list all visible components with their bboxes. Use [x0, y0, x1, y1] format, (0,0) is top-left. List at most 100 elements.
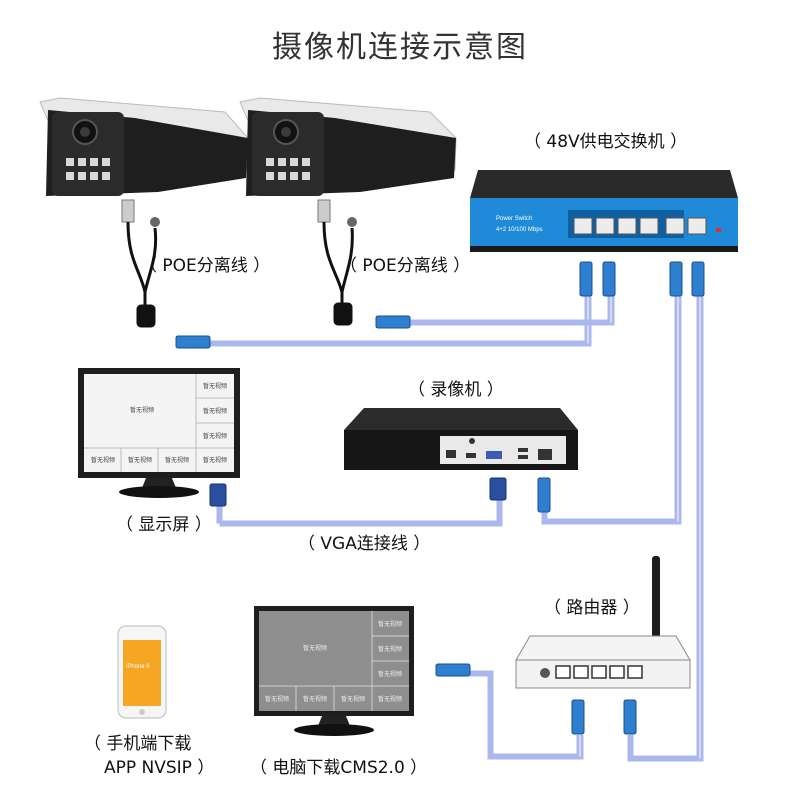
monitor-grid [84, 374, 234, 472]
pc-cell-main: 暂无视频 [303, 644, 327, 652]
switch-port-1 [573, 217, 593, 235]
rj45-switch-2 [602, 261, 616, 297]
vga-cable [216, 500, 503, 527]
nvr-vga-port [486, 451, 502, 459]
switch-port-3 [617, 217, 637, 235]
label-phone-line2: APP NVSIP ） [104, 758, 215, 778]
network-cables [210, 296, 704, 762]
label-monitor: （ 显示屏 ） [116, 515, 212, 535]
switch-name: Power Switch [496, 216, 532, 222]
poe-2-cord-a [322, 221, 344, 293]
monitor-cell-1: 暂无视频 [203, 382, 227, 390]
pc-monitor: 暂无视频 暂无视频 暂无视频 暂无视频 暂无视频 暂无视频 暂无视频 暂无视频 [254, 606, 414, 736]
switch-ports [573, 217, 707, 235]
poe-1-jack [136, 304, 156, 328]
switch-port-uplink-1 [665, 217, 685, 235]
camera-2-lens-core [281, 127, 291, 137]
cable-switch-router [630, 296, 700, 759]
vga-cable-path-b [219, 500, 503, 527]
router-port-lan4 [627, 665, 643, 679]
poe-2-plug [317, 199, 331, 223]
label-poe-splitter-2: （ POE分离线 ） [340, 256, 471, 276]
nvr-hdmi-port [466, 453, 476, 458]
monitor-cell-4: 暂无视频 [203, 456, 227, 464]
poe-1-cord-b [143, 227, 158, 293]
poe-2-jack [333, 302, 353, 326]
poe-splitter-2 [317, 199, 357, 326]
poe-1-plug [121, 199, 135, 223]
camera-2 [239, 97, 457, 196]
vga-connectors [209, 477, 507, 507]
router-port-lan3 [609, 665, 625, 679]
poe-switch: Power Switch 4+2 10/100 Mbps [470, 170, 738, 252]
rj45-camera-2 [375, 315, 411, 329]
label-pc: （ 电脑下载CMS2.0 ） [250, 758, 428, 778]
camera-1 [39, 97, 249, 196]
router-power-port [540, 668, 550, 678]
label-vga-cable: （ VGA连接线 ） [298, 534, 431, 554]
monitor-cell-3: 暂无视频 [203, 432, 227, 440]
monitor-cell-5: 暂无视频 [91, 456, 115, 464]
monitor-cell-7: 暂无视频 [165, 456, 189, 464]
rj45-router-wan [623, 699, 637, 735]
pc-cell-6: 暂无视频 [303, 695, 327, 703]
monitor-base [119, 486, 199, 498]
monitor-cell-main: 暂无视频 [130, 406, 154, 414]
vga-cable-path [216, 500, 500, 524]
phone-model: iPhone 6 [126, 664, 150, 670]
pc-cell-3: 暂无视频 [378, 670, 402, 678]
rj45-router-pc [571, 699, 585, 735]
pc-grid [259, 611, 409, 711]
switch-led [716, 228, 721, 232]
pc-stand [318, 716, 350, 726]
poe-2-dc-jack [347, 217, 357, 227]
monitor-cell-2: 暂无视频 [203, 407, 227, 415]
router-port-lan2 [591, 665, 607, 679]
rj45-camera-1 [175, 335, 211, 349]
rj45-connectors [175, 261, 705, 735]
smartphone: iPhone 6 [117, 625, 167, 719]
label-switch: （ 48V供电交换机 ） [524, 132, 688, 152]
rj45-pc [435, 663, 471, 677]
router [515, 556, 691, 689]
cable-router-pc-b [470, 673, 584, 760]
switch-port-uplink-2 [687, 217, 707, 235]
poe-2-cord-b [340, 227, 354, 293]
pc-base [294, 724, 374, 736]
phone-home-button [139, 709, 145, 715]
nvr-usb-2 [518, 455, 528, 459]
cable-switch-camera1 [210, 296, 588, 344]
router-ports [555, 665, 643, 679]
cable-router-pc [470, 670, 580, 757]
router-port-wan [555, 665, 571, 679]
router-top [515, 635, 691, 661]
pc-cell-1: 暂无视频 [378, 620, 402, 628]
cable-switch-camera1-b [210, 296, 592, 347]
cable-switch-router-b [627, 296, 704, 762]
nvr [344, 408, 578, 470]
cable-switch-nvr-b [541, 296, 682, 525]
cable-switch-camera2 [410, 296, 611, 323]
poe-1-dc-jack [150, 217, 160, 227]
camera-1-lens-core [80, 127, 90, 137]
poe-splitter-1 [121, 199, 160, 328]
rj45-switch-1 [579, 261, 593, 297]
switch-port-2 [595, 217, 615, 235]
pc-cell-5: 暂无视频 [265, 695, 289, 703]
rj45-switch-uplink-1 [669, 261, 683, 297]
nvr-power-hole [469, 438, 475, 444]
phone-screen [123, 640, 161, 706]
nvr-usb-1 [518, 448, 528, 452]
cable-switch-camera2-b [410, 296, 615, 326]
poe-1-cord-a [126, 221, 147, 293]
label-nvr: （ 录像机 ） [408, 380, 504, 400]
pc-cell-2: 暂无视频 [378, 645, 402, 653]
label-phone-line1: （ 手机端下载 [84, 734, 192, 754]
label-router: （ 路由器 ） [544, 598, 640, 618]
camera-2-ir-leds [266, 158, 310, 180]
vga-plug-nvr [489, 477, 507, 501]
camera-1-ir-leds [66, 158, 110, 180]
pc-cell-4: 暂无视频 [378, 695, 402, 703]
rj45-switch-uplink-2 [691, 261, 705, 297]
